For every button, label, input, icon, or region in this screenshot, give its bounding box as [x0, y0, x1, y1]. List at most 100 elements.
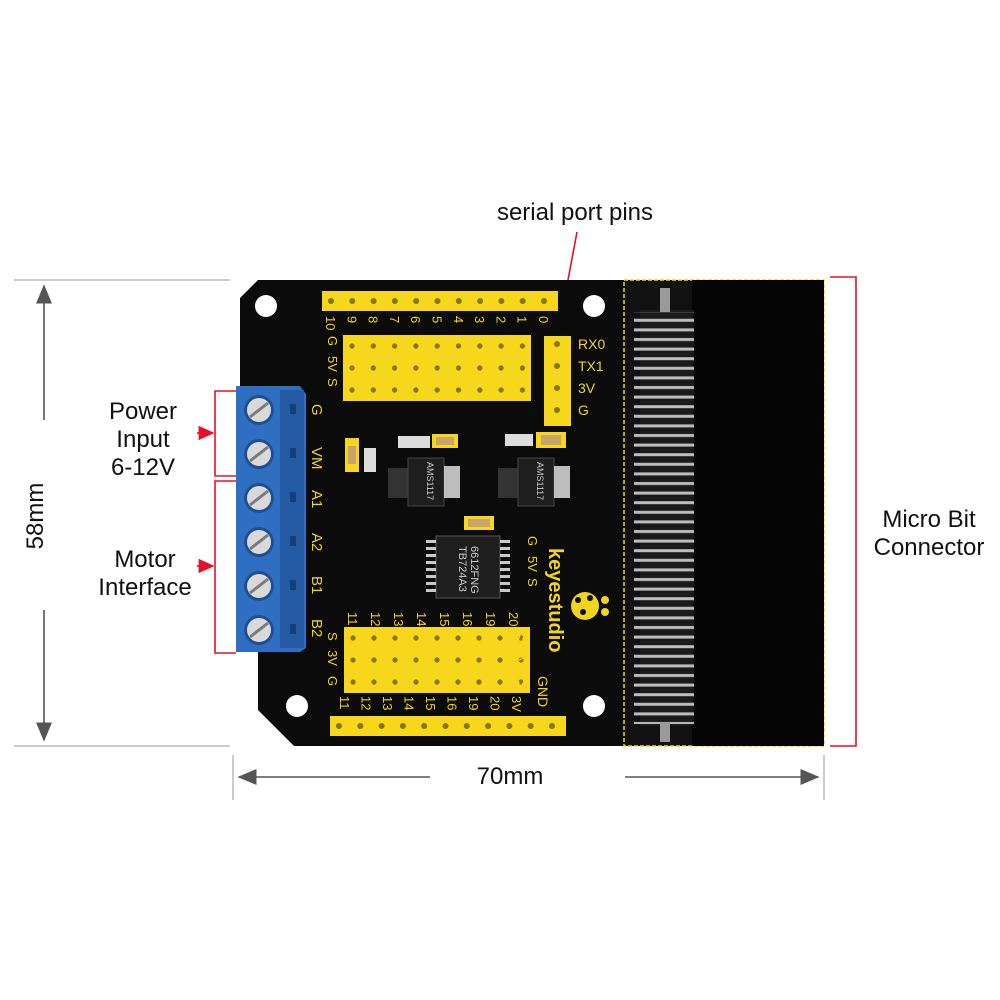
bottom-number-upper: 12 [368, 612, 383, 626]
rail-pin [455, 365, 462, 371]
bottom-number-lower: 11 [337, 696, 352, 710]
top-header-pin [370, 298, 377, 304]
top-pin-number: 0 [536, 316, 551, 323]
height-dimension-label: 58mm [22, 482, 49, 550]
gnd-label: GND [535, 676, 551, 707]
terminal-label: VM [308, 447, 325, 470]
rail-pin [497, 679, 503, 685]
rail-pin [455, 343, 462, 349]
bottom-header-pin [421, 723, 428, 729]
serial-port-pins-label: serial port pins [496, 199, 654, 226]
top-header-pin [541, 298, 547, 304]
bottom-right-rail-label: S [512, 632, 527, 641]
top-header-pin [328, 298, 334, 304]
bottom-number-lower: 14 [402, 696, 417, 710]
rail-pin [350, 657, 356, 663]
motor-driver-chip: TB724A3 6612FNG [426, 535, 510, 599]
bottom-number-upper: 19 [483, 612, 498, 626]
top-rail-label: 5V [525, 556, 540, 572]
serial-labels: RX0 TX1 3V G [578, 336, 605, 418]
rail-pin [476, 657, 482, 663]
rail-pin [392, 679, 398, 685]
bottom-header-pin [527, 723, 534, 729]
top-pin-number: 8 [366, 316, 381, 323]
rail-pin [518, 679, 524, 685]
bottom-number-upper: 20 [506, 612, 521, 626]
bottom-left-rail-label: G [325, 676, 340, 686]
bottom-number-upper: 11 [345, 612, 360, 626]
capacitors [345, 432, 566, 530]
rail-pin [370, 387, 376, 393]
power-input-line1: Power [108, 398, 178, 425]
serial-label-g: G [578, 402, 589, 418]
bottom-right-rail-label: G [512, 676, 527, 686]
micro-bit-line1: Micro Bit [882, 506, 976, 533]
driver-chip-line1: TB724A3 [456, 546, 468, 592]
bottom-number-lower: 12 [359, 696, 374, 710]
top-header-pin [498, 298, 505, 304]
top-header-pin [477, 298, 484, 304]
motor-interface-label: Motor Interface [78, 546, 212, 602]
rail-pin [498, 387, 504, 393]
top-rail-label: G [525, 536, 540, 546]
rail-pin [350, 635, 356, 641]
rail-pin [434, 365, 440, 371]
top-rail-label: 5V [325, 356, 340, 372]
terminal-label: B1 [308, 576, 325, 594]
serial-label-rx0: RX0 [578, 336, 605, 352]
power-input-line3: 6-12V [110, 454, 176, 481]
top-rail-label: G [325, 336, 340, 346]
height-dimension [14, 279, 230, 747]
rail-pin [370, 343, 376, 349]
rail-pin [371, 657, 377, 663]
rail-pin [434, 657, 440, 663]
rail-pin [455, 679, 461, 685]
rail-pin [477, 387, 483, 393]
bottom-number-lower: 15 [423, 696, 438, 710]
rail-pin [392, 387, 398, 393]
bottom-number-lower: 20 [488, 696, 503, 710]
bottom-number-upper: 16 [460, 612, 475, 626]
rail-pin [497, 635, 503, 641]
rail-pin [455, 387, 462, 393]
top-header-pin [349, 298, 356, 304]
top-pin-number: 9 [344, 316, 359, 323]
serial-label-tx1: TX1 [578, 358, 604, 374]
bottom-number-lower: 16 [445, 696, 460, 710]
top-pin-number: 7 [387, 316, 402, 323]
brand-mascot-icon [571, 592, 609, 620]
rail-pin [370, 365, 376, 371]
rail-pin [477, 365, 483, 371]
rail-pin [434, 387, 440, 393]
bottom-header-pin [336, 723, 342, 729]
rail-pin [434, 343, 440, 349]
regulator-label-2: AMS1117 [535, 462, 545, 500]
regulator-label-1: AMS1117 [425, 462, 435, 500]
rail-pin [413, 387, 419, 393]
rail-pin [413, 635, 419, 641]
micro-bit-connector [623, 279, 825, 747]
bottom-header-pin [549, 723, 555, 729]
bottom-header-pin [399, 723, 406, 729]
rail-pin [498, 343, 504, 349]
bottom-header-pin [463, 723, 470, 729]
rail-pin [349, 365, 355, 371]
top-rail-labels: G 5V S G 5V S [325, 336, 540, 587]
micro-bit-connector-label: Micro Bit Connector [862, 506, 996, 562]
bottom-pin-header [330, 716, 566, 736]
mounting-holes [255, 295, 605, 717]
rail-pin [455, 635, 461, 641]
top-rail-label: S [525, 578, 540, 587]
top-rail-label: S [325, 378, 340, 387]
terminal-label: G [308, 404, 325, 416]
terminal-label: A1 [308, 490, 325, 508]
rail-pin [498, 365, 504, 371]
bottom-header-pin [357, 723, 364, 729]
top-pin-number: 3 [472, 316, 487, 323]
bottom-left-rail-label: 3V [325, 650, 340, 666]
rail-pin [519, 343, 526, 349]
